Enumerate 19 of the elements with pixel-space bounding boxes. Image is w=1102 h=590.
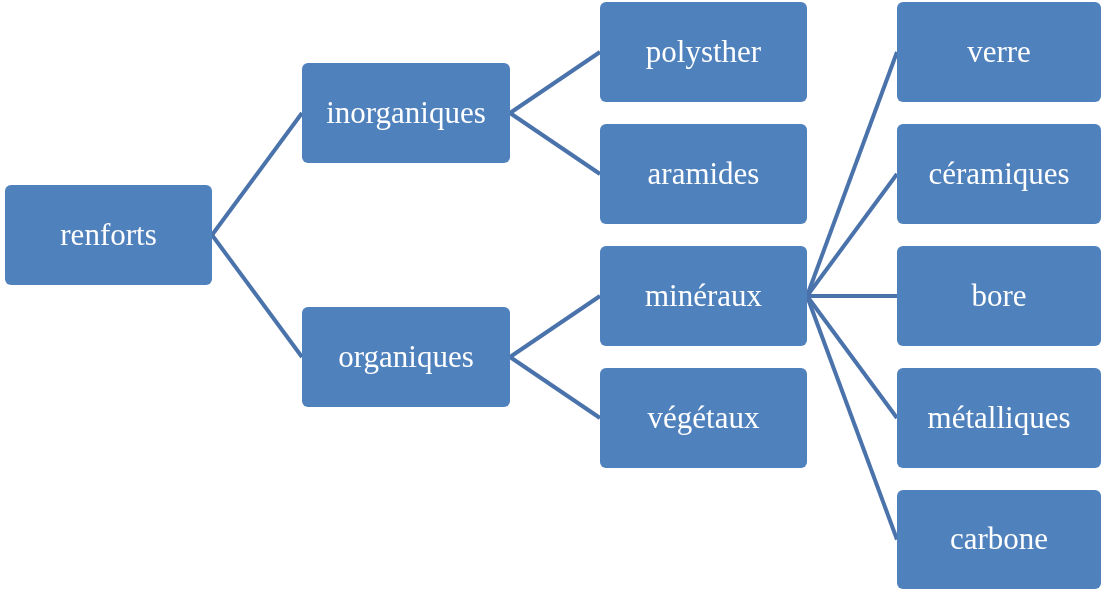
- category-box: carbone: [897, 490, 1101, 589]
- category-box: métalliques: [897, 368, 1101, 468]
- category-box: bore: [897, 246, 1101, 346]
- category-box: renforts: [5, 185, 212, 285]
- category-box: aramides: [600, 124, 807, 224]
- connector-line: [508, 111, 602, 176]
- category-box: végétaux: [600, 368, 807, 468]
- category-box: minéraux: [600, 246, 807, 346]
- category-box: céramiques: [897, 124, 1101, 224]
- category-box: polysther: [600, 2, 807, 102]
- connector-line: [807, 294, 897, 298]
- connector-line: [508, 294, 602, 359]
- connector-line: [210, 233, 304, 359]
- category-box: verre: [897, 2, 1101, 102]
- connector-line: [508, 355, 602, 420]
- category-box: organiques: [302, 307, 510, 407]
- connector-line: [508, 50, 602, 115]
- category-box: inorganiques: [302, 63, 510, 163]
- connector-line: [210, 111, 304, 237]
